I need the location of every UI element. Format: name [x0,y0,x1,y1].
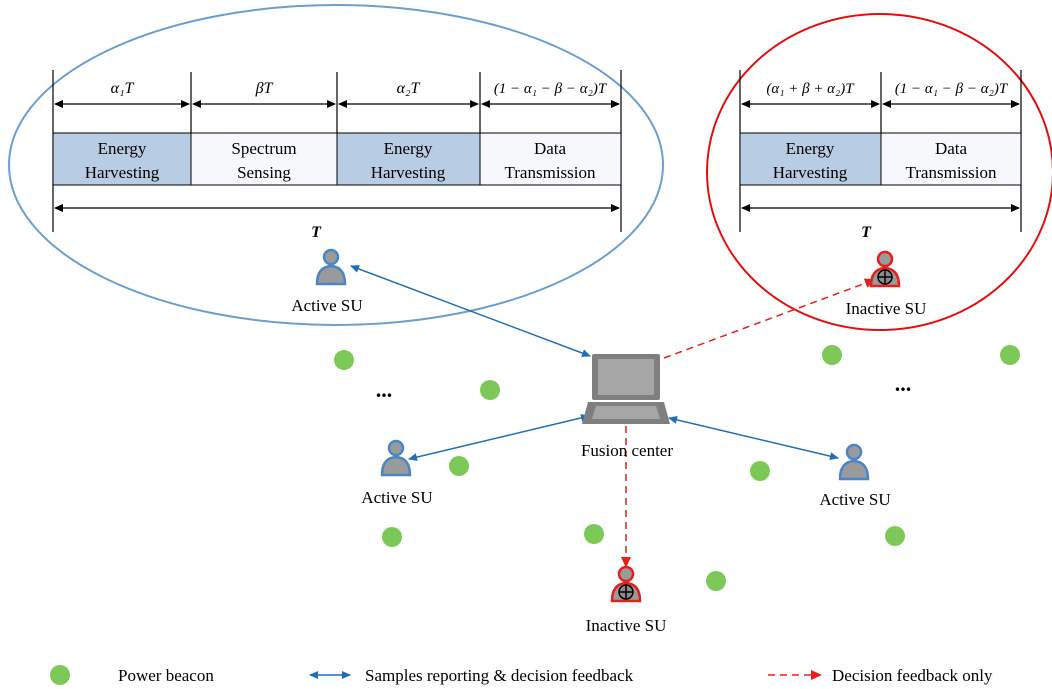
inactive-su-icon [869,250,901,288]
power-beacon [706,571,726,591]
power-beacon [382,527,402,547]
link-fusion-inactive-top [663,278,876,359]
active-su-icon [838,443,870,481]
legend-beacon-label: Power beacon [118,666,214,685]
left-duration-label-2: βT [255,80,274,97]
legend-beacon-swatch [50,665,70,685]
power-beacon [750,461,770,481]
inactive-su-frame-ellipse [706,13,1052,331]
active-su-label: Active SU [361,488,432,507]
left-total-label: T [311,224,322,241]
left-frame-structure [52,70,622,232]
active-su-label: Active SU [819,490,890,509]
active-su-label: Active SU [291,296,362,315]
left-slot-3-line2: Harvesting [371,163,446,182]
inactive-su-label: Inactive SU [846,299,927,318]
left-slot-2-line1: Spectrum [231,139,296,158]
active-su-icon [315,248,347,286]
right-total-label: T [861,224,872,241]
active-su-frame-ellipse [8,4,664,326]
right-slot-1-line1: Energy [786,139,835,158]
right-slot-2-line1: Data [935,139,968,158]
left-slot-3-line1: Energy [384,139,433,158]
left-slot-4-line2: Transmission [504,163,596,182]
active-su-icon [380,439,412,477]
power-beacon [584,524,604,544]
laptop-icon [582,354,670,424]
fusion-center-label: Fusion center [581,441,673,460]
ellipsis-left: ... [376,377,393,402]
power-beacon [334,350,354,370]
link-fusion-active-right [668,415,839,461]
power-beacon [449,456,469,476]
left-slot-1-line2: Harvesting [85,163,160,182]
link-fusion-active-left [408,413,590,462]
link-fusion-active-top [350,265,591,357]
legend-decision-label: Decision feedback only [832,666,993,685]
right-duration-label-1: (α₁ + β + α₂)T [766,81,855,97]
left-duration-label-1: α₁T [111,80,135,97]
right-slot-1-line2: Harvesting [773,163,848,182]
power-beacon [480,380,500,400]
left-duration-label-3: α₂T [397,80,421,97]
inactive-su-label: Inactive SU [586,616,667,635]
left-slot-2-line2: Sensing [237,163,291,182]
ellipsis-right: ... [895,371,912,396]
power-beacons [334,345,1020,591]
right-frame-structure [739,70,1022,232]
legend-samples-label: Samples reporting & decision feedback [365,666,634,685]
left-slot-1-line1: Energy [98,139,147,158]
power-beacon [1000,345,1020,365]
inactive-su-icon [610,565,642,603]
right-slot-2-line2: Transmission [905,163,997,182]
left-duration-label-4: (1 − α₁ − β − α₂)T [494,81,608,97]
power-beacon [822,345,842,365]
power-beacon [885,526,905,546]
right-duration-label-2: (1 − α₁ − β − α₂)T [895,81,1009,97]
left-slot-4-line1: Data [534,139,567,158]
